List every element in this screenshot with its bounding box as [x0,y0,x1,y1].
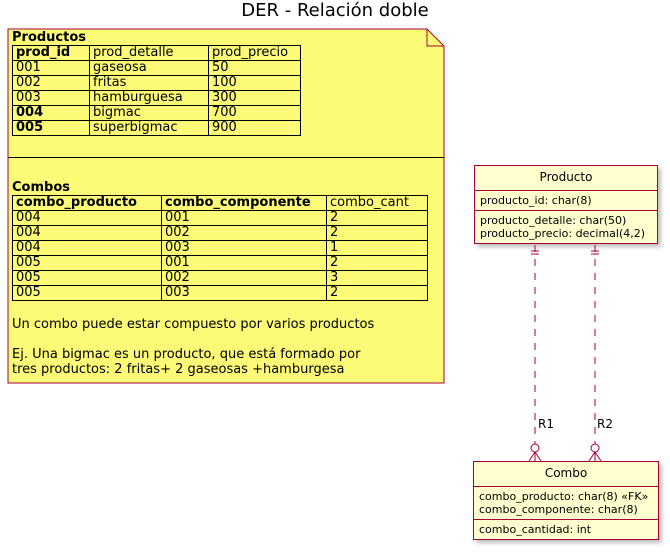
relation-label-r2: R2 [597,417,613,431]
entity-field: producto_detalle: char(50) [480,214,627,227]
r1-crowfoot [534,451,542,462]
table-row: 004 002 2 [12,225,428,241]
table-cell: bigmac [89,105,209,121]
table-cell: 2 [326,285,428,301]
entity-field: combo_cantidad: int [479,523,592,536]
column-header: prod_precio [208,45,301,61]
entity-field: combo_componente: char(8) [479,503,638,516]
table-cell: 003 [161,285,327,301]
key-section: producto_id: char(8) [475,191,657,210]
relation-r1 [528,245,542,462]
entity-field: producto_precio: decimal(4,2) [480,227,646,240]
relation-r2 [588,245,602,462]
entity-field: combo_producto: char(8) «FK» [479,490,649,503]
table-row: 004 001 2 [12,210,428,226]
table-row: 004 bigmac 700 [12,105,301,121]
key-section: combo_producto: char(8) «FK» combo_compo… [474,487,658,519]
fields-section: combo_cantidad: int [474,519,658,539]
table-cell: hamburguesa [89,90,209,106]
column-header: prod_id [12,45,90,61]
table-row: 005 002 3 [12,270,428,286]
combos-heading: Combos [12,180,70,195]
productos-heading: Productos [12,30,87,45]
table-cell: 005 [12,255,162,271]
entity-field: producto_id: char(8) [480,194,592,207]
productos-table: prod_id prod_detalle prod_precio 001 gas… [12,45,301,136]
table-row: 005 003 2 [12,285,428,301]
combo-entity[interactable]: Combo combo_producto: char(8) «FK» combo… [473,461,659,540]
table-cell: 005 [12,285,162,301]
table-cell: 002 [12,75,90,91]
r1-crowfoot [528,451,536,462]
table-cell: fritas [89,75,209,91]
table-cell: superbigmac [89,120,209,136]
r1-zero-circle [530,443,540,453]
table-cell: 900 [208,120,301,136]
relation-label-r1: R1 [538,417,554,431]
diagram-title: DER - Relación doble [241,0,429,21]
r2-crowfoot [588,451,596,462]
note: Productos prod_id prod_detalle prod_prec… [12,30,438,377]
r2-zero-circle [590,443,600,453]
fields-section: producto_detalle: char(50) producto_prec… [475,210,657,243]
table-cell: 001 [161,255,327,271]
r2-crowfoot [594,451,602,462]
table-row: 005 superbigmac 900 [12,120,301,136]
note-text-line: Ej. Una bigmac es un producto, que está … [12,347,361,362]
table-row: 005 001 2 [12,255,428,271]
note-text-line: tres productos: 2 fritas+ 2 gaseosas +ha… [12,362,345,377]
table-header-row: combo_producto combo_componente combo_ca… [12,195,428,211]
note-text-line: Un combo puede estar compuesto por vario… [12,317,375,332]
note-separator [8,157,444,158]
table-cell: 005 [12,120,90,136]
table-row: 003 hamburguesa 300 [12,90,301,106]
table-row: 002 fritas 100 [12,75,301,91]
producto-entity[interactable]: Producto producto_id: char(8) producto_d… [474,165,658,244]
entity-title: Producto [475,166,657,191]
entity-title: Combo [474,462,658,487]
combos-table: combo_producto combo_componente combo_ca… [12,195,428,301]
